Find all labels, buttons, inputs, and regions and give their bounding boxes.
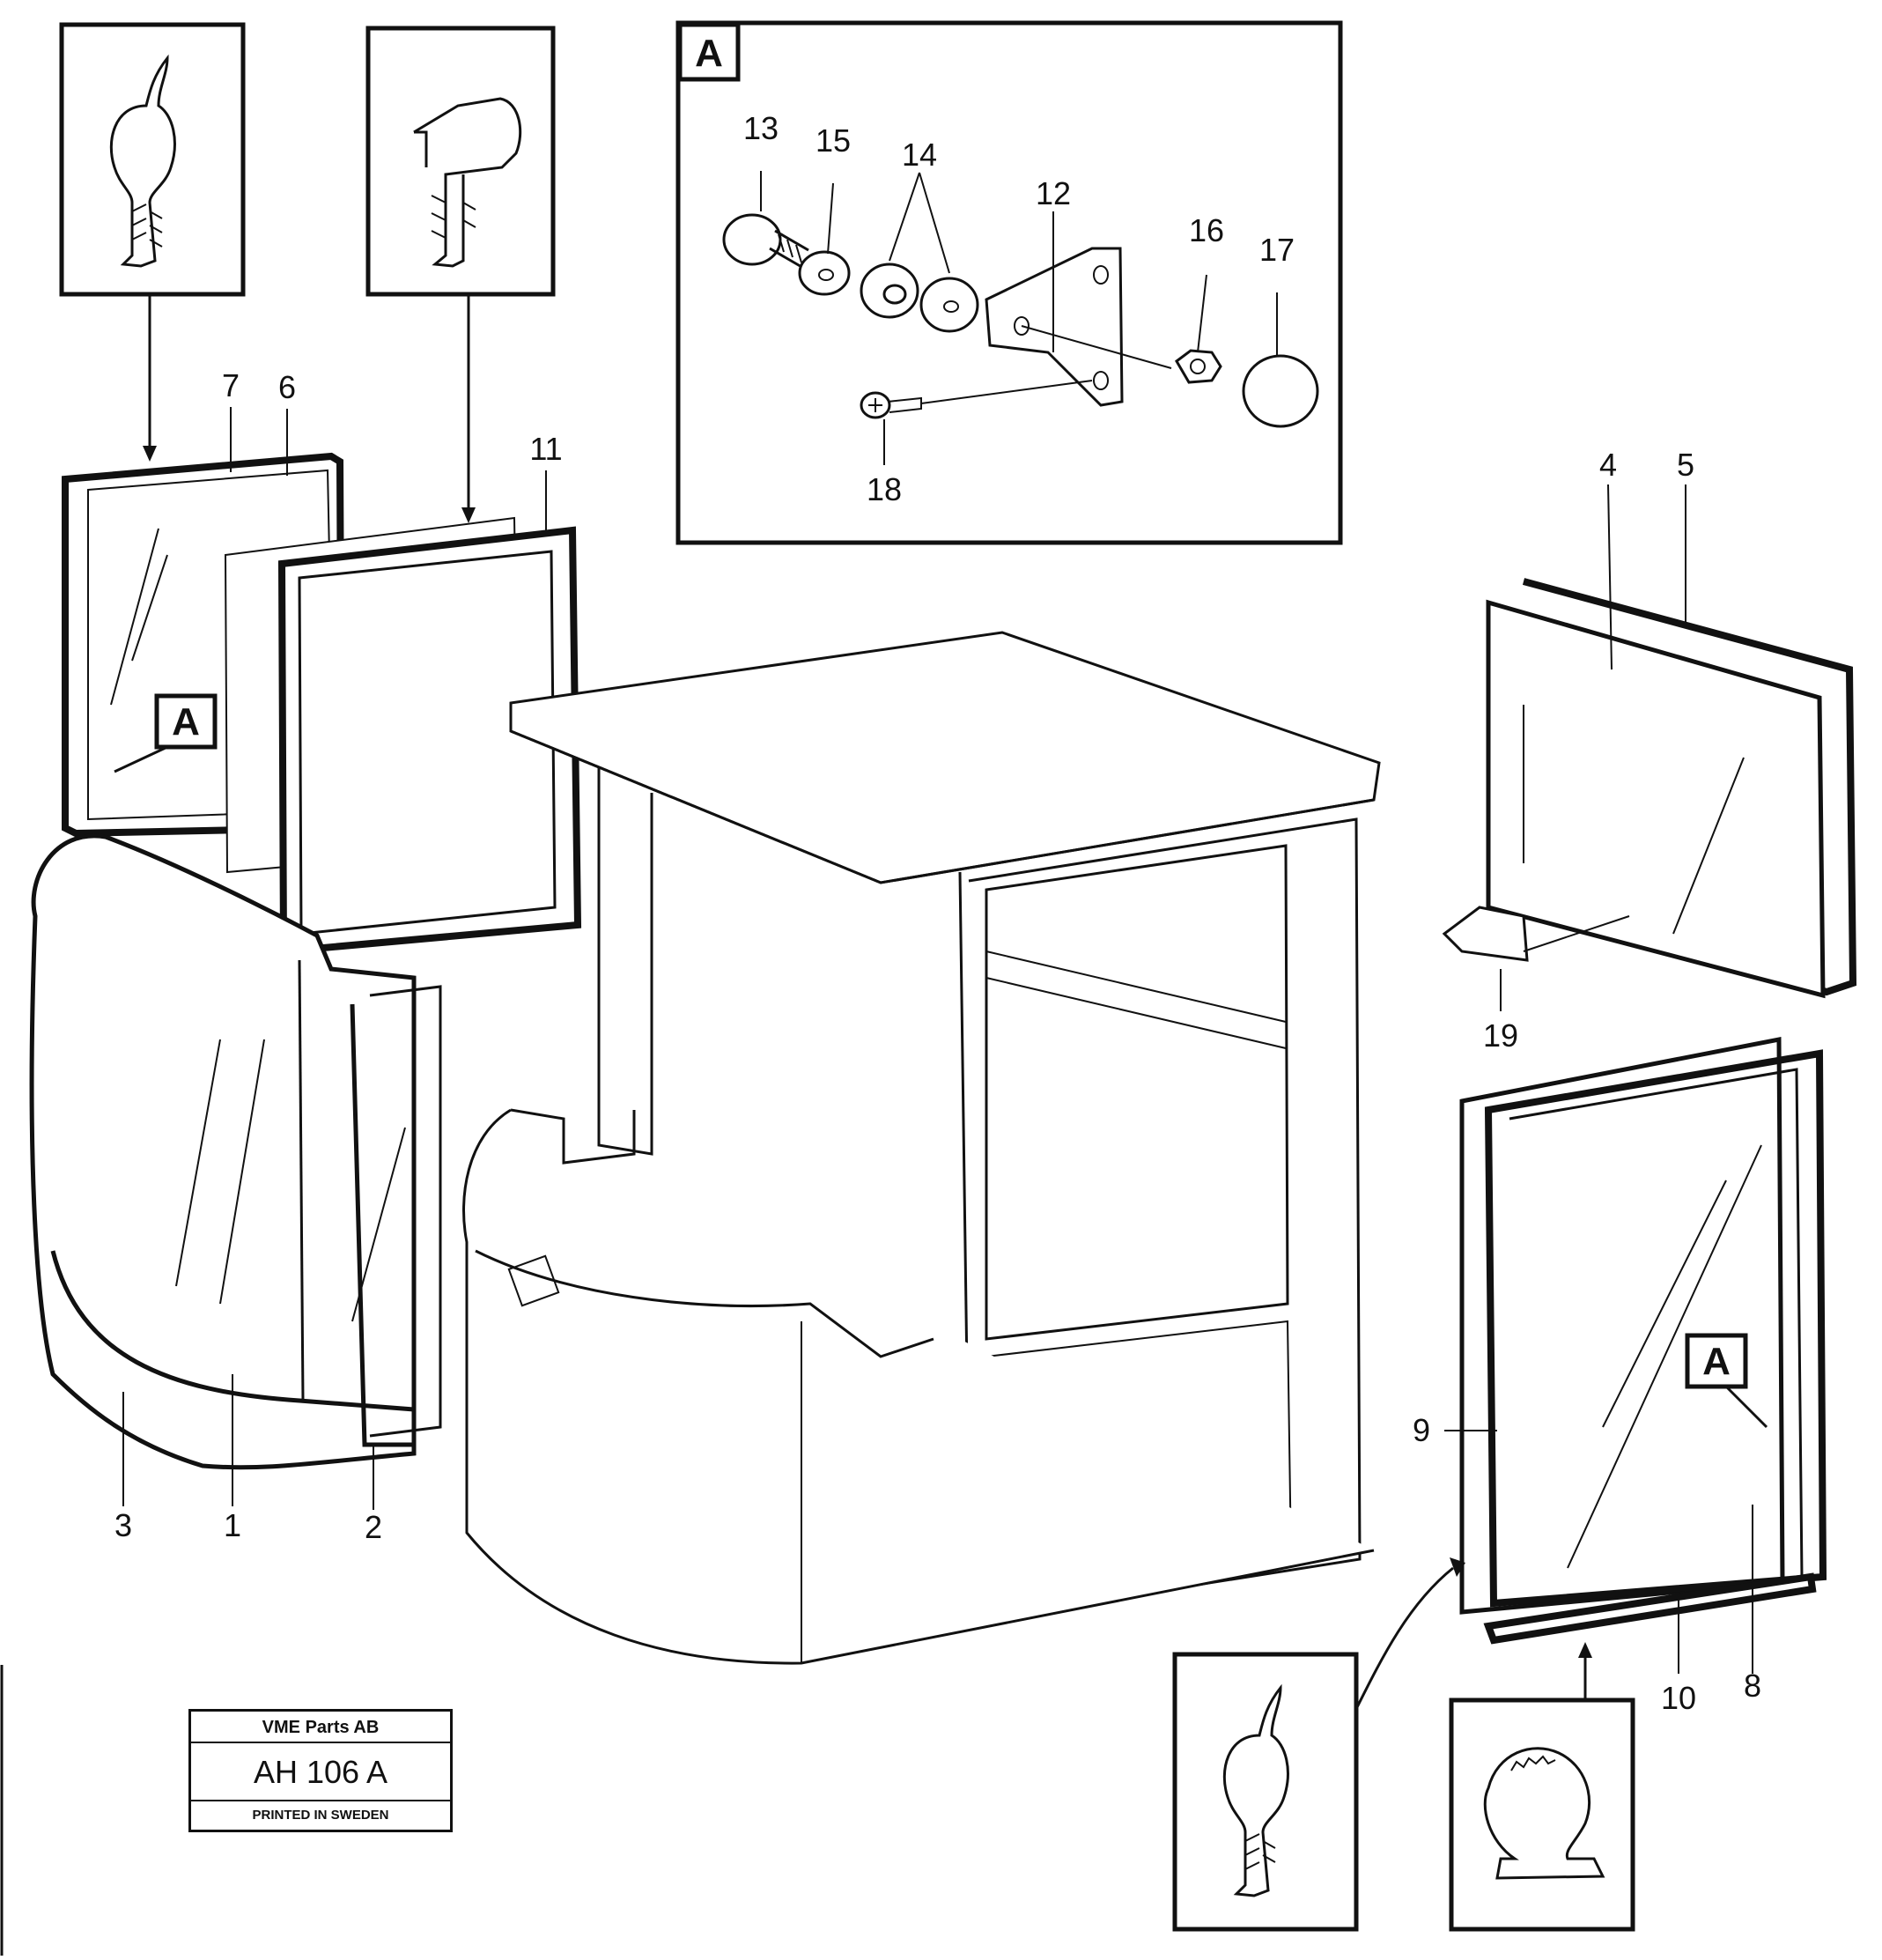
windshield-assembly (29, 833, 442, 1470)
printed-in: PRINTED IN SWEDEN (252, 1808, 389, 1823)
label-part-7: 7 (222, 367, 240, 403)
label-part-17: 17 (1259, 232, 1295, 268)
label-part-9: 9 (1413, 1412, 1430, 1448)
label-part-12: 12 (1036, 175, 1071, 211)
washer-15-icon (798, 250, 851, 296)
leader-lines (122, 171, 1753, 1674)
detail-a-tag (677, 22, 741, 82)
label-part-5: 5 (1677, 447, 1694, 483)
cap-17-icon (1242, 354, 1319, 428)
svg-text:A: A (172, 700, 200, 743)
drawing-number: AH 106 A (191, 1743, 450, 1801)
label-part-4: 4 (1599, 447, 1617, 483)
label-part-16: 16 (1189, 212, 1224, 248)
svg-text:A: A (1702, 1340, 1731, 1383)
label-part-15: 15 (816, 122, 851, 159)
label-part-3: 3 (114, 1507, 132, 1543)
detail-a-panel: A (675, 20, 1343, 545)
door-window-8-seal: A (1459, 1036, 1827, 1645)
label-part-2: 2 (365, 1509, 382, 1545)
bolt-13-icon (722, 213, 809, 270)
seal-profile-box-1 (59, 22, 246, 462)
title-block: VME Parts AB AH 106 A PRINTED IN SWEDEN (188, 1709, 453, 1832)
label-part-19: 19 (1483, 1017, 1518, 1054)
detail-a-tag-letter: A (695, 32, 723, 75)
seal-profile-box-2 (365, 26, 556, 523)
label-part-14: 14 (902, 137, 937, 173)
seal-profile-box-4 (1449, 1642, 1635, 1932)
seal-10-strip (1483, 1572, 1817, 1645)
label-part-10: 10 (1661, 1680, 1696, 1716)
side-window-11-seal (224, 516, 582, 956)
company-name: VME Parts AB (191, 1712, 450, 1743)
label-part-1: 1 (224, 1507, 241, 1543)
washer-14-icon (860, 263, 979, 333)
seal-profile-box-3 (1172, 1557, 1465, 1932)
nut-16-icon (1175, 349, 1222, 384)
part-labels: 3 1 2 7 6 11 13 15 14 12 16 17 18 4 5 19… (114, 110, 1761, 1716)
label-part-13: 13 (743, 110, 779, 146)
cab-body (462, 631, 1381, 1665)
label-part-18: 18 (867, 471, 902, 507)
side-window-4-seal (1442, 578, 1857, 999)
label-part-6: 6 (278, 369, 296, 405)
label-part-11: 11 (529, 431, 562, 467)
label-part-8: 8 (1744, 1668, 1761, 1704)
detail-a-ref-right (1685, 1333, 1748, 1389)
clip-19-icon (1442, 906, 1529, 962)
detail-a-ref-left (154, 693, 218, 750)
screw-18-icon (860, 380, 1093, 419)
